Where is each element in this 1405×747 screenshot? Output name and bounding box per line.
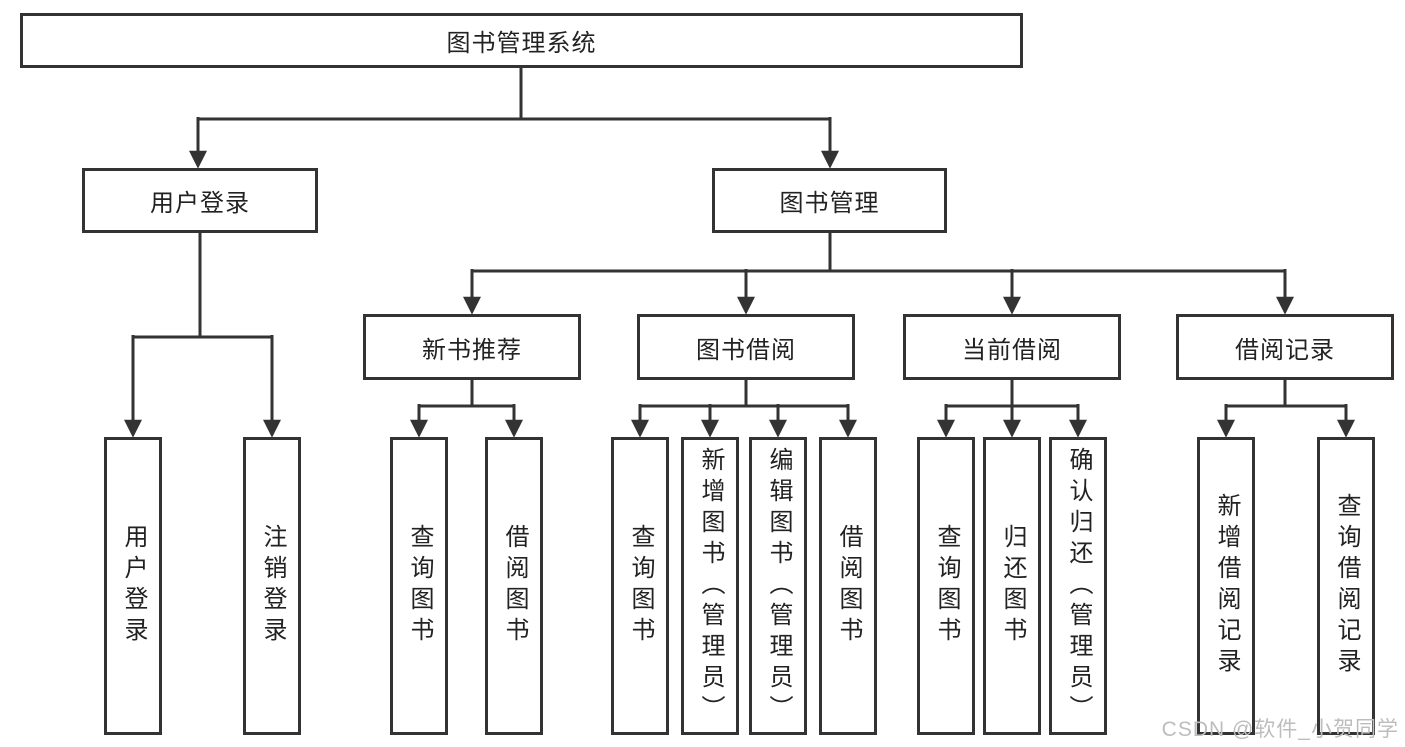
node-return-book: 归还图书 (983, 437, 1041, 735)
node-label: 确认归还（管理员） (1065, 446, 1092, 726)
node-book-management: 图书管理 (712, 168, 947, 233)
node-label: 编辑图书（管理员） (765, 446, 792, 726)
node-label: 借阅图书 (835, 524, 862, 648)
node-library-management-system: 图书管理系统 (20, 13, 1023, 68)
node-borrow-books-leaf: 借阅图书 (819, 437, 877, 735)
node-label: 注销登录 (259, 524, 286, 648)
node-label: 查询图书 (627, 524, 654, 648)
node-query-borrow-record: 查询借阅记录 (1317, 437, 1375, 735)
node-edit-book-admin: 编辑图书（管理员） (749, 437, 807, 735)
node-confirm-return-admin: 确认归还（管理员） (1049, 437, 1107, 735)
node-label: 查询借阅记录 (1333, 493, 1360, 679)
node-query-books-current: 查询图书 (917, 437, 975, 735)
node-new-book-recommendation: 新书推荐 (363, 314, 581, 380)
node-label: 查询图书 (406, 524, 433, 648)
node-add-book-admin: 新增图书（管理员） (681, 437, 739, 735)
node-borrowing-records: 借阅记录 (1176, 314, 1394, 380)
node-label: 新增借阅记录 (1213, 493, 1240, 679)
node-label: 用户登录 (120, 524, 147, 648)
node-label: 归还图书 (999, 524, 1026, 648)
node-label: 查询图书 (933, 524, 960, 648)
node-add-borrow-record: 新增借阅记录 (1197, 437, 1255, 735)
node-current-borrowing: 当前借阅 (903, 314, 1121, 380)
node-query-books-borrowing: 查询图书 (611, 437, 669, 735)
node-query-books-recommend: 查询图书 (390, 437, 448, 735)
node-logout: 注销登录 (243, 437, 301, 735)
node-label: 借阅图书 (501, 524, 528, 648)
node-borrow-books-recommend: 借阅图书 (485, 437, 543, 735)
node-user-login: 用户登录 (82, 168, 318, 233)
node-user-login-leaf: 用户登录 (104, 437, 162, 735)
node-book-borrowing: 图书借阅 (637, 314, 855, 380)
node-label: 新增图书（管理员） (697, 446, 724, 726)
